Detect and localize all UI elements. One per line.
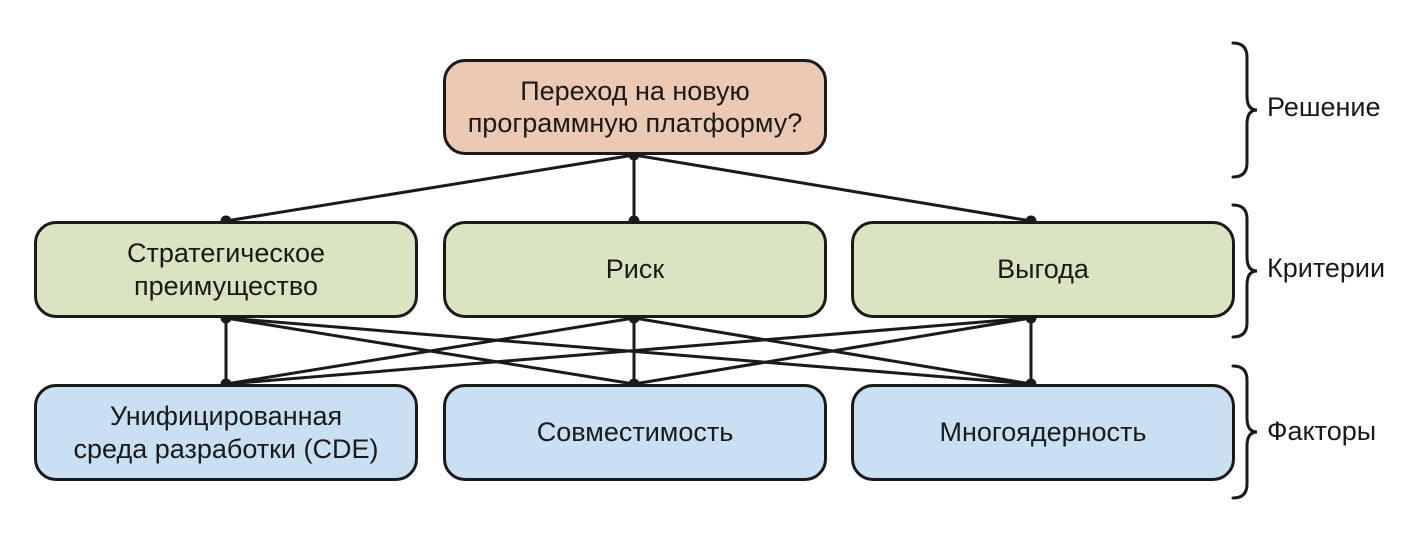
criterion-node-strategic-advantage: Стратегическое преимущество xyxy=(34,221,418,318)
criterion-label: Стратегическое преимущество xyxy=(126,238,326,301)
level-label-decision: Решение xyxy=(1267,92,1381,122)
goal-criterion-link xyxy=(633,153,1032,223)
criterion-node-benefit: Выгода xyxy=(851,221,1235,318)
goal-node: Переход на новую программную платформу? xyxy=(443,59,827,155)
brace-decision xyxy=(1231,41,1258,179)
criterion-label: Риск xyxy=(605,254,665,285)
level-label-criteria: Критерии xyxy=(1267,253,1386,283)
factor-label: Унифицированная среда разработки (CDE) xyxy=(73,401,379,464)
factor-node-cde: Унифицированная среда разработки (CDE) xyxy=(34,384,418,481)
criterion-factor-link xyxy=(225,316,635,386)
brace-factors xyxy=(1231,364,1258,500)
criterion-factor-link xyxy=(225,316,1032,386)
factor-node-multicore: Многоядерность xyxy=(851,384,1235,481)
goal-criterion-link xyxy=(225,153,635,223)
brace-criteria xyxy=(1231,203,1258,339)
criterion-label: Выгода xyxy=(997,254,1089,285)
level-label-factors: Факторы xyxy=(1267,416,1377,446)
factor-label: Совместимость xyxy=(536,417,734,448)
criterion-node-risk: Риск xyxy=(443,221,827,318)
factor-node-compatibility: Совместимость xyxy=(443,384,827,481)
factor-label: Многоядерность xyxy=(939,417,1147,448)
goal-label: Переход на новую программную платформу? xyxy=(467,75,803,138)
criterion-factor-link xyxy=(633,316,1032,386)
